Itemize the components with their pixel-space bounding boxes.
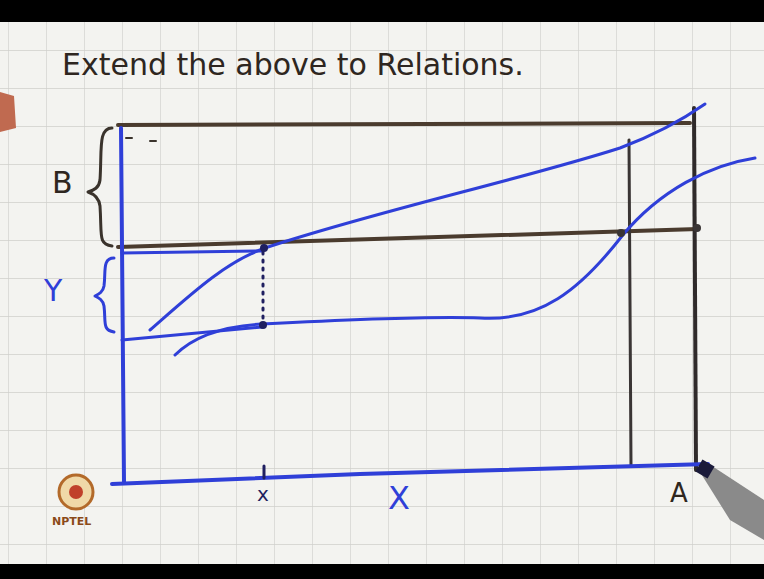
upper-curve xyxy=(150,104,705,330)
small-mark xyxy=(150,140,156,142)
y-lower-line xyxy=(122,327,262,340)
set-label: X xyxy=(388,482,410,514)
lower-curve xyxy=(175,158,755,355)
marker-pen xyxy=(700,466,764,540)
point xyxy=(617,229,625,237)
x-axis xyxy=(112,464,708,484)
point-label: x xyxy=(257,484,269,504)
point xyxy=(693,224,701,232)
set-label: Y xyxy=(44,276,62,306)
y-upper-line xyxy=(122,251,262,253)
y-brace xyxy=(95,258,114,332)
logo-emblem xyxy=(59,475,93,509)
point xyxy=(259,321,267,329)
sketch-title: Extend the above to Relations. xyxy=(62,50,524,80)
point xyxy=(260,244,268,252)
b-brace xyxy=(88,128,112,246)
b-top-line xyxy=(118,123,690,125)
logo-text: NPTEL xyxy=(52,516,91,527)
top-band xyxy=(0,0,764,22)
edge-object xyxy=(0,92,16,132)
bottom-band xyxy=(0,564,764,579)
marker-tip xyxy=(695,459,714,478)
x-tick xyxy=(263,466,266,478)
y-axis xyxy=(121,128,124,482)
set-label: B xyxy=(52,168,73,198)
dotted-projection xyxy=(262,252,265,324)
vertical-line xyxy=(629,140,631,466)
set-label: A xyxy=(670,480,688,506)
b-bottom-line xyxy=(118,229,698,247)
a-right-line xyxy=(694,108,696,470)
logo-emblem xyxy=(69,485,83,499)
small-mark xyxy=(126,137,132,139)
